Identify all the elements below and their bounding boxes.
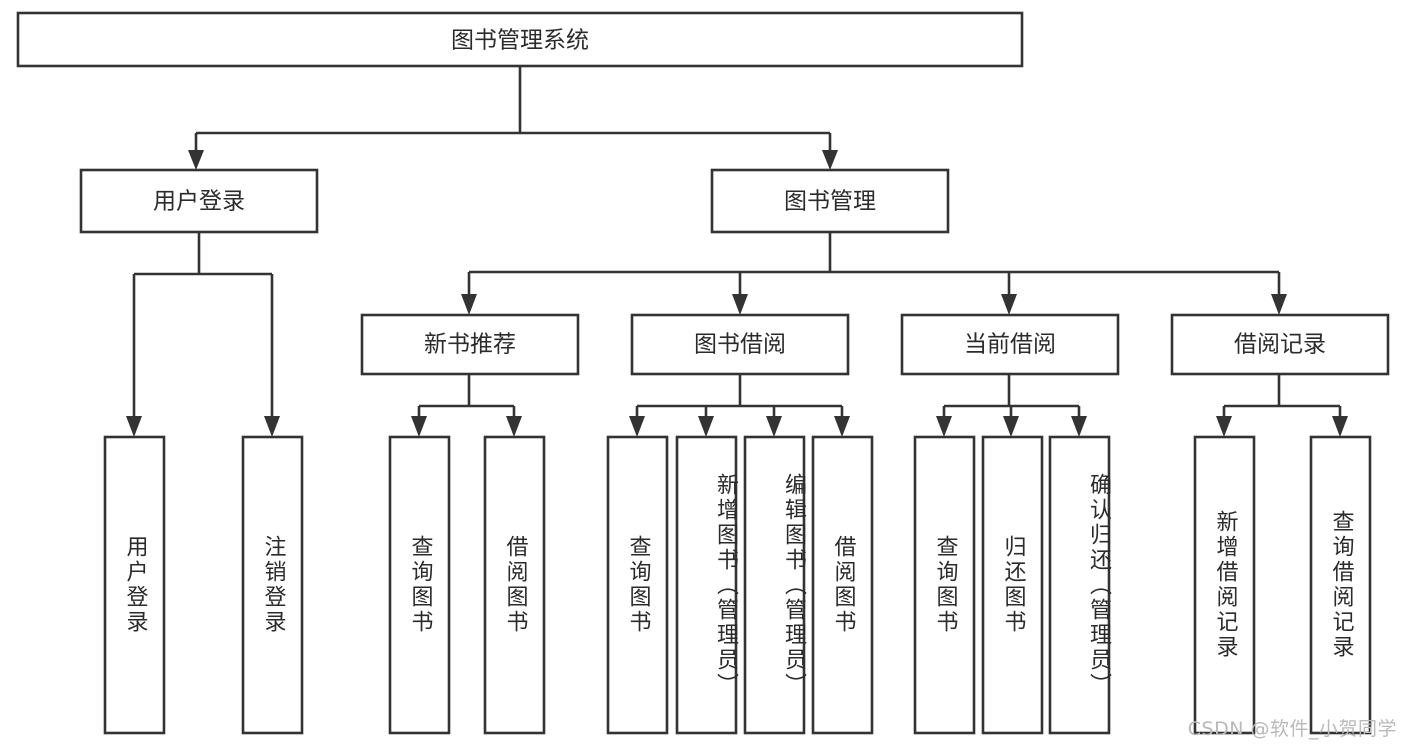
leaf-box-bb-add-book[interactable]: [675, 435, 738, 735]
node-current-borrow-label: 当前借阅: [964, 332, 1056, 358]
leaf-box-bb-borrow-book[interactable]: [811, 435, 874, 735]
node-borrow-record[interactable]: 借阅记录: [1170, 313, 1390, 376]
arrow-head-book-manage: [822, 150, 838, 170]
watermark-text: CSDN @软件_小贺同学: [1187, 718, 1397, 740]
node-book-borrow-box[interactable]: [630, 313, 850, 376]
leaf-box-br-query-record[interactable]: [1309, 435, 1372, 735]
connector-group-current-borrow-to-leaves: [936, 374, 1087, 437]
arrow-head-leaf-user-login: [126, 416, 142, 437]
leaf-box-bb-edit-book[interactable]: [743, 435, 806, 735]
connector-group-new-book-to-leaves: [411, 374, 522, 437]
leaf-box-user-login[interactable]: [103, 435, 166, 735]
arrow-head-current-borrow: [1001, 294, 1017, 315]
node-book-manage-box[interactable]: [710, 168, 950, 234]
leaf-group-new-book-recommend: [388, 435, 546, 735]
connector-group-user-login-to-leaves: [126, 232, 280, 437]
arrow-head-borrow-record: [1271, 294, 1287, 315]
node-current-borrow[interactable]: 当前借阅: [900, 313, 1120, 376]
connector-group-book-manage-to-level3: [461, 232, 1287, 315]
node-root[interactable]: 图书管理系统: [16, 11, 1024, 68]
leaf-box-logout[interactable]: [241, 435, 304, 735]
node-borrow-record-label: 借阅记录: [1234, 332, 1326, 358]
leaf-box-bb-query-book[interactable]: [606, 435, 669, 735]
leaf-box-cb-confirm-return[interactable]: [1048, 435, 1111, 735]
node-user-login-label: 用户登录: [153, 189, 245, 215]
arrow-head-book-borrow: [732, 294, 748, 315]
node-user-login-box[interactable]: [79, 168, 319, 234]
leaf-box-cb-return-book[interactable]: [981, 435, 1044, 735]
leaf-box-cb-query-book[interactable]: [913, 435, 976, 735]
arrow-head-cb-leaf-1: [936, 416, 952, 437]
arrow-head-leaf-logout: [264, 416, 280, 437]
connector-group-borrow-record-to-leaves: [1216, 374, 1348, 437]
arrow-head-br-leaf-1: [1216, 416, 1232, 437]
node-user-login[interactable]: 用户登录: [79, 168, 319, 234]
node-new-book-recommend[interactable]: 新书推荐: [360, 313, 580, 376]
leaf-group-current-borrow: [913, 435, 1111, 735]
leaf-box-nb-query-book[interactable]: [388, 435, 451, 735]
connector-group-book-borrow-to-leaves: [629, 374, 850, 437]
arrow-head-bb-leaf-4: [834, 416, 850, 437]
arrow-head-cb-leaf-3: [1071, 416, 1087, 437]
arrow-head-bb-leaf-2: [698, 416, 714, 437]
node-borrow-record-box[interactable]: [1170, 313, 1390, 376]
node-new-book-recommend-box[interactable]: [360, 313, 580, 376]
node-book-borrow-label: 图书借阅: [694, 332, 786, 358]
leaf-box-nb-borrow-book[interactable]: [483, 435, 546, 735]
arrow-head-bb-leaf-3: [766, 416, 782, 437]
node-root-box[interactable]: [16, 11, 1024, 68]
leaf-group-user-login: [103, 435, 304, 735]
arrow-head-br-leaf-2: [1332, 416, 1348, 437]
node-new-book-recommend-label: 新书推荐: [424, 332, 516, 358]
node-book-manage-label: 图书管理: [784, 189, 876, 215]
node-book-borrow[interactable]: 图书借阅: [630, 313, 850, 376]
node-root-label: 图书管理系统: [451, 28, 589, 54]
arrow-head-new-book: [461, 294, 477, 315]
node-book-manage[interactable]: 图书管理: [710, 168, 950, 234]
arrow-head-nb-leaf-1: [411, 416, 427, 437]
leaf-group-book-borrow: [606, 435, 874, 735]
arrow-head-bb-leaf-1: [629, 416, 645, 437]
arrow-head-user-login: [188, 150, 204, 170]
connector-group-root-to-level2: [188, 66, 838, 170]
node-current-borrow-box[interactable]: [900, 313, 1120, 376]
arrow-head-nb-leaf-2: [506, 416, 522, 437]
arrow-head-cb-leaf-2: [1003, 416, 1019, 437]
leaf-group-borrow-record: [1193, 435, 1372, 735]
leaf-box-br-add-record[interactable]: [1193, 435, 1256, 735]
